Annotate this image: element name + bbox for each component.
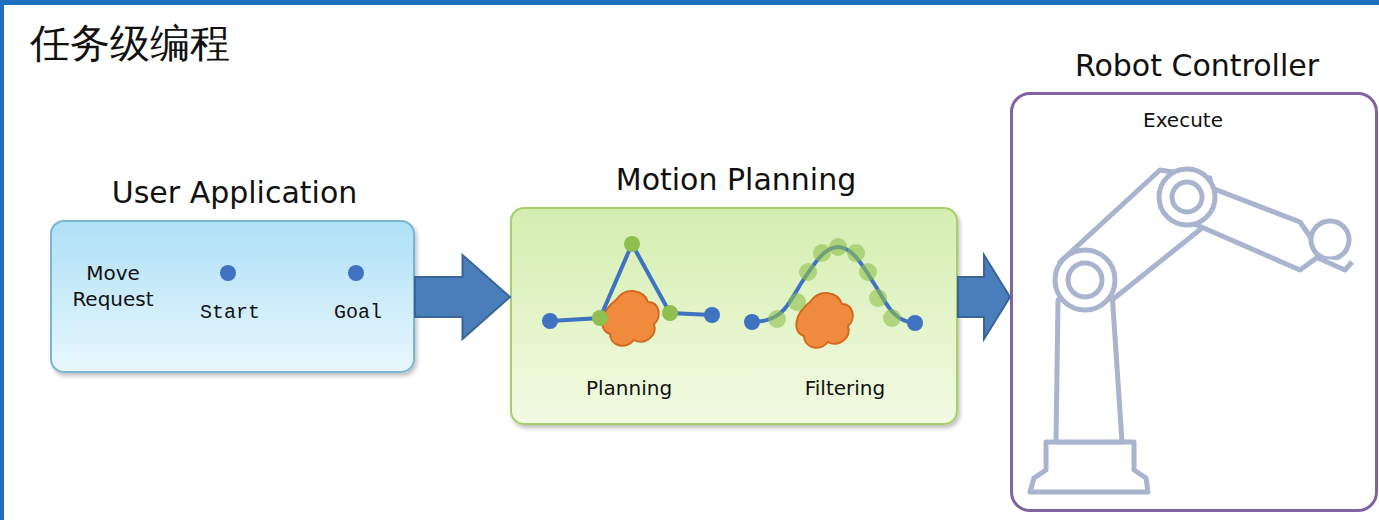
flow-arrow xyxy=(415,255,510,339)
filtering-path xyxy=(744,238,923,348)
box-heading: Robot Controller xyxy=(1075,46,1319,85)
diagram-title: 任务级编程 xyxy=(30,16,230,71)
box-heading: User Application xyxy=(112,173,358,212)
user-application-box: User ApplicationMove RequestStartGoal xyxy=(50,220,415,373)
step-label: Planning xyxy=(586,375,672,401)
goal-label: Goal xyxy=(334,300,382,326)
planning-path xyxy=(542,236,720,346)
flow-arrow xyxy=(958,255,1010,339)
robot-controller-box: Robot ControllerExecute xyxy=(1010,92,1378,512)
goal-dot xyxy=(348,265,364,281)
frame-border xyxy=(0,0,1379,5)
motion-planning-box: Motion PlanningPlanningFiltering xyxy=(510,207,958,425)
start-dot xyxy=(220,265,236,281)
robot-arm xyxy=(1030,169,1352,492)
frame-border xyxy=(0,0,4,520)
step-label: Filtering xyxy=(805,375,885,401)
start-label: Start xyxy=(200,300,260,326)
box-heading: Motion Planning xyxy=(616,160,856,199)
request-label: Move Request xyxy=(58,260,168,312)
execute-label: Execute xyxy=(1143,107,1223,133)
